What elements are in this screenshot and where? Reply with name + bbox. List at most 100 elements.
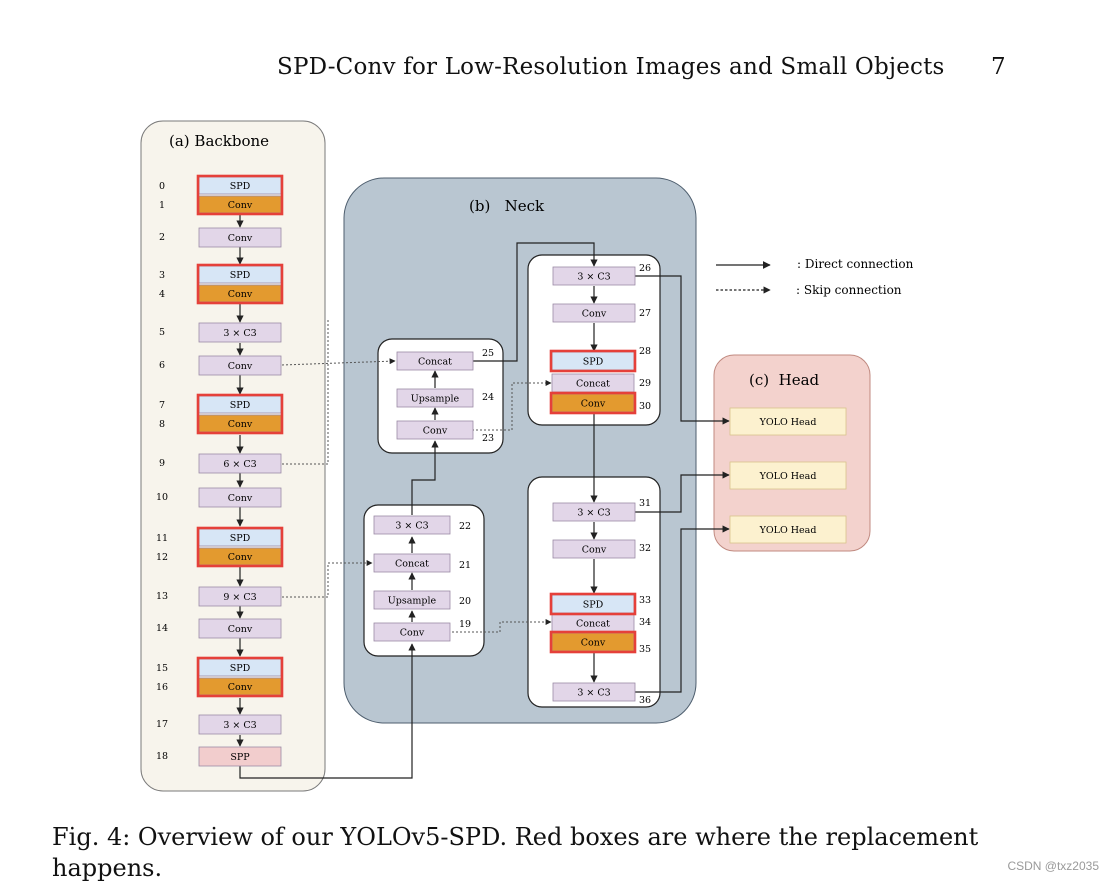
figure-caption: Fig. 4: Overview of our YOLOv5-SPD. Red … xyxy=(52,823,979,882)
backbone-block-13-label: 9 × C3 xyxy=(223,592,256,603)
backbone-block-5-index: 5 xyxy=(159,327,165,338)
neck-block-22 xyxy=(373,515,451,535)
backbone-block-11-label: SPD xyxy=(230,533,251,544)
backbone-block-6-label: Conv xyxy=(228,361,253,372)
neck-block-25-index: 25 xyxy=(482,348,494,359)
backbone-block-3-label: SPD xyxy=(230,270,251,281)
neck-block-27 xyxy=(552,303,636,323)
backbone-block-0-label: SPD xyxy=(230,181,251,192)
yolo-head-3-label: YOLO Head xyxy=(759,525,817,536)
neck-block-23-index: 23 xyxy=(482,433,494,444)
running-header-title: SPD-Conv for Low-Resolution Images and S… xyxy=(277,54,945,80)
neck-block-23 xyxy=(396,420,474,440)
backbone-block-13 xyxy=(198,586,282,607)
neck-block-33-label: SPD xyxy=(583,600,604,611)
backbone-block-11-index: 11 xyxy=(156,533,168,544)
neck-block-21-label: Concat xyxy=(395,559,429,570)
neck-block-28-label: SPD xyxy=(583,357,604,368)
neck-block-20-label: Upsample xyxy=(388,596,437,607)
neck-block-33-index: 33 xyxy=(639,595,651,606)
neck-block-25-label: Concat xyxy=(418,357,452,368)
replaced-frame-backbone-3 xyxy=(196,263,284,305)
neck-block-19-label: Conv xyxy=(400,628,425,639)
neck-block-34-index: 34 xyxy=(639,617,651,628)
neck-block-36-label: 3 × C3 xyxy=(577,688,610,699)
backbone-block-17-index: 17 xyxy=(156,719,168,730)
backbone-block-3-index: 3 xyxy=(159,270,165,281)
backbone-block-2 xyxy=(198,227,282,248)
backbone-block-0-index: 0 xyxy=(159,181,165,192)
backbone-block-1-label: Conv xyxy=(228,200,253,211)
backbone-block-2-index: 2 xyxy=(159,232,165,243)
backbone-block-5-label: 3 × C3 xyxy=(223,328,256,339)
neck-block-32-index: 32 xyxy=(639,543,651,554)
neck-block-20-index: 20 xyxy=(459,596,471,607)
legend-skip-connection: : Skip connection xyxy=(796,283,902,297)
backbone-block-4-label: Conv xyxy=(228,289,253,300)
backbone-block-16-label: Conv xyxy=(228,682,253,693)
neck-block-21-index: 21 xyxy=(459,560,471,571)
backbone-block-9 xyxy=(198,453,282,474)
neck-block-24-index: 24 xyxy=(482,392,494,403)
neck-block-24-label: Upsample xyxy=(411,394,460,405)
backbone-block-14 xyxy=(198,618,282,639)
neck-block-23-label: Conv xyxy=(423,426,448,437)
backbone-block-4-index: 4 xyxy=(159,289,165,300)
neck-block-25 xyxy=(396,351,474,371)
neck-block-35-label: Conv xyxy=(581,638,606,649)
backbone-block-17 xyxy=(198,714,282,735)
neck-block-36 xyxy=(552,682,636,702)
neck-block-19-index: 19 xyxy=(459,619,471,630)
backbone-block-8-label: Conv xyxy=(228,419,253,430)
yolo-head-2-label: YOLO Head xyxy=(759,471,817,482)
head-title: (c) Head xyxy=(749,371,820,389)
replaced-frame-neck-30 xyxy=(549,391,637,415)
backbone-block-2-label: Conv xyxy=(228,233,253,244)
backbone-block-12-index: 12 xyxy=(156,552,168,563)
replaced-frame-backbone-7 xyxy=(196,393,284,435)
yolo-head-1-label: YOLO Head xyxy=(759,417,817,428)
neck-block-26 xyxy=(552,266,636,286)
neck-block-27-index: 27 xyxy=(639,308,651,319)
replaced-frame-neck-28 xyxy=(549,349,637,373)
yolo-head-1 xyxy=(729,407,847,436)
backbone-block-10-label: Conv xyxy=(228,493,253,504)
backbone-block-18 xyxy=(198,746,282,767)
neck-block-26-index: 26 xyxy=(639,263,651,274)
neck-block-32 xyxy=(552,539,636,559)
backbone-block-10 xyxy=(198,487,282,508)
backbone-block-6-index: 6 xyxy=(159,360,165,371)
neck-block-29-index: 29 xyxy=(639,378,651,389)
backbone-block-8-index: 8 xyxy=(159,419,165,430)
legend-direct-connection: : Direct connection xyxy=(797,257,914,271)
backbone-block-1-index: 1 xyxy=(159,200,165,211)
neck-block-29-label: Concat xyxy=(576,379,610,390)
backbone-block-5 xyxy=(198,322,282,343)
backbone-block-10-index: 10 xyxy=(156,492,168,503)
yolo-head-3 xyxy=(729,515,847,544)
neck-block-27-label: Conv xyxy=(582,309,607,320)
neck-block-30-index: 30 xyxy=(639,401,651,412)
yolo-head-2 xyxy=(729,461,847,490)
neck-subpanel-bottom-left xyxy=(363,504,485,657)
neck-block-31-index: 31 xyxy=(639,498,651,509)
yolov5-spd-diagram: (a) Backbone (b) Neck (c) Head : Direct … xyxy=(140,120,914,792)
backbone-block-9-label: 6 × C3 xyxy=(223,459,256,470)
backbone-block-18-label: SPP xyxy=(230,752,250,763)
replaced-frame-neck-35 xyxy=(549,630,637,654)
neck-block-20 xyxy=(373,590,451,610)
backbone-block-7-label: SPD xyxy=(230,400,251,411)
neck-block-31-label: 3 × C3 xyxy=(577,508,610,519)
replaced-frame-backbone-11 xyxy=(196,526,284,568)
neck-block-21 xyxy=(373,553,451,573)
neck-block-31 xyxy=(552,502,636,522)
backbone-block-12-label: Conv xyxy=(228,552,253,563)
neck-block-24 xyxy=(396,388,474,408)
neck-block-22-label: 3 × C3 xyxy=(395,521,428,532)
watermark: CSDN @txz2035 xyxy=(1007,859,1099,873)
neck-block-28-index: 28 xyxy=(639,346,651,357)
backbone-block-9-index: 9 xyxy=(159,458,165,469)
backbone-block-6 xyxy=(198,355,282,376)
backbone-block-15-label: SPD xyxy=(230,663,251,674)
neck-block-22-index: 22 xyxy=(459,521,471,532)
